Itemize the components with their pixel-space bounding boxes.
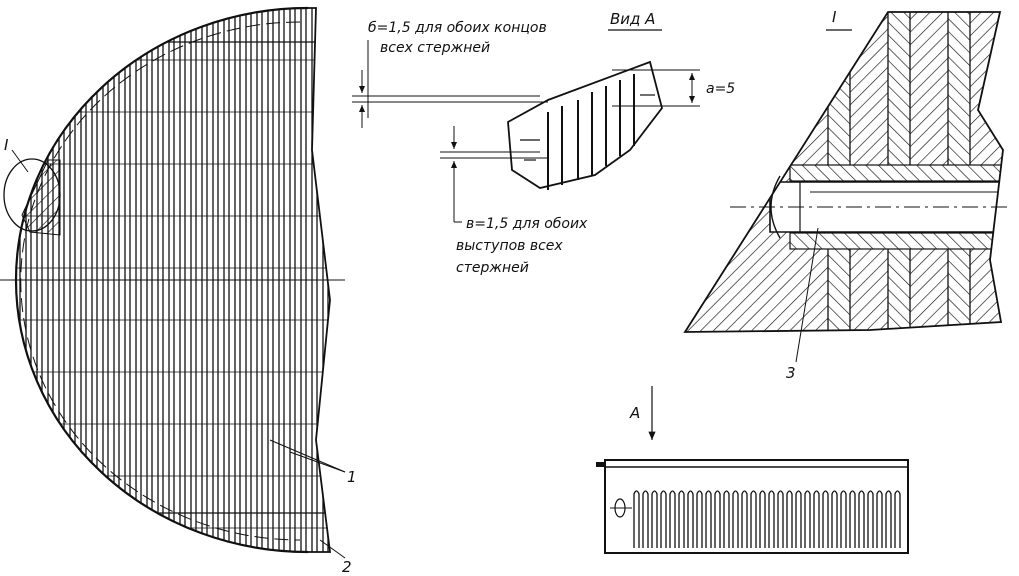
dim-v-line1: в=1,5 для обоих <box>466 216 588 232</box>
grille-bars <box>16 8 330 552</box>
callout-1: 1 <box>347 468 357 486</box>
detail-i-section: I 3 <box>683 8 1010 382</box>
detail-i-hatch-region <box>21 159 61 236</box>
comb-bars <box>633 490 901 548</box>
dim-b-line2: всех стержней <box>380 40 490 56</box>
grille-half-disc: I 1 2 <box>0 6 357 576</box>
callout-3: 3 <box>786 364 796 382</box>
dim-v-line3: стержней <box>456 260 529 276</box>
view-a-detail: Вид А б=1,5 для обоих концов всех стержн… <box>352 10 735 276</box>
detail-i-title: I <box>832 8 837 26</box>
detail-i-marker: I <box>4 136 9 154</box>
dim-b-line1: б=1,5 для обоих концов <box>368 20 547 36</box>
dim-a-label: а=5 <box>706 81 735 97</box>
arrow-a-label: A <box>629 404 640 422</box>
elevation-view: A <box>596 386 909 554</box>
view-a-title: Вид А <box>610 10 655 28</box>
callout-2: 2 <box>342 558 352 576</box>
dim-v-line2: выступов всех <box>456 238 563 254</box>
